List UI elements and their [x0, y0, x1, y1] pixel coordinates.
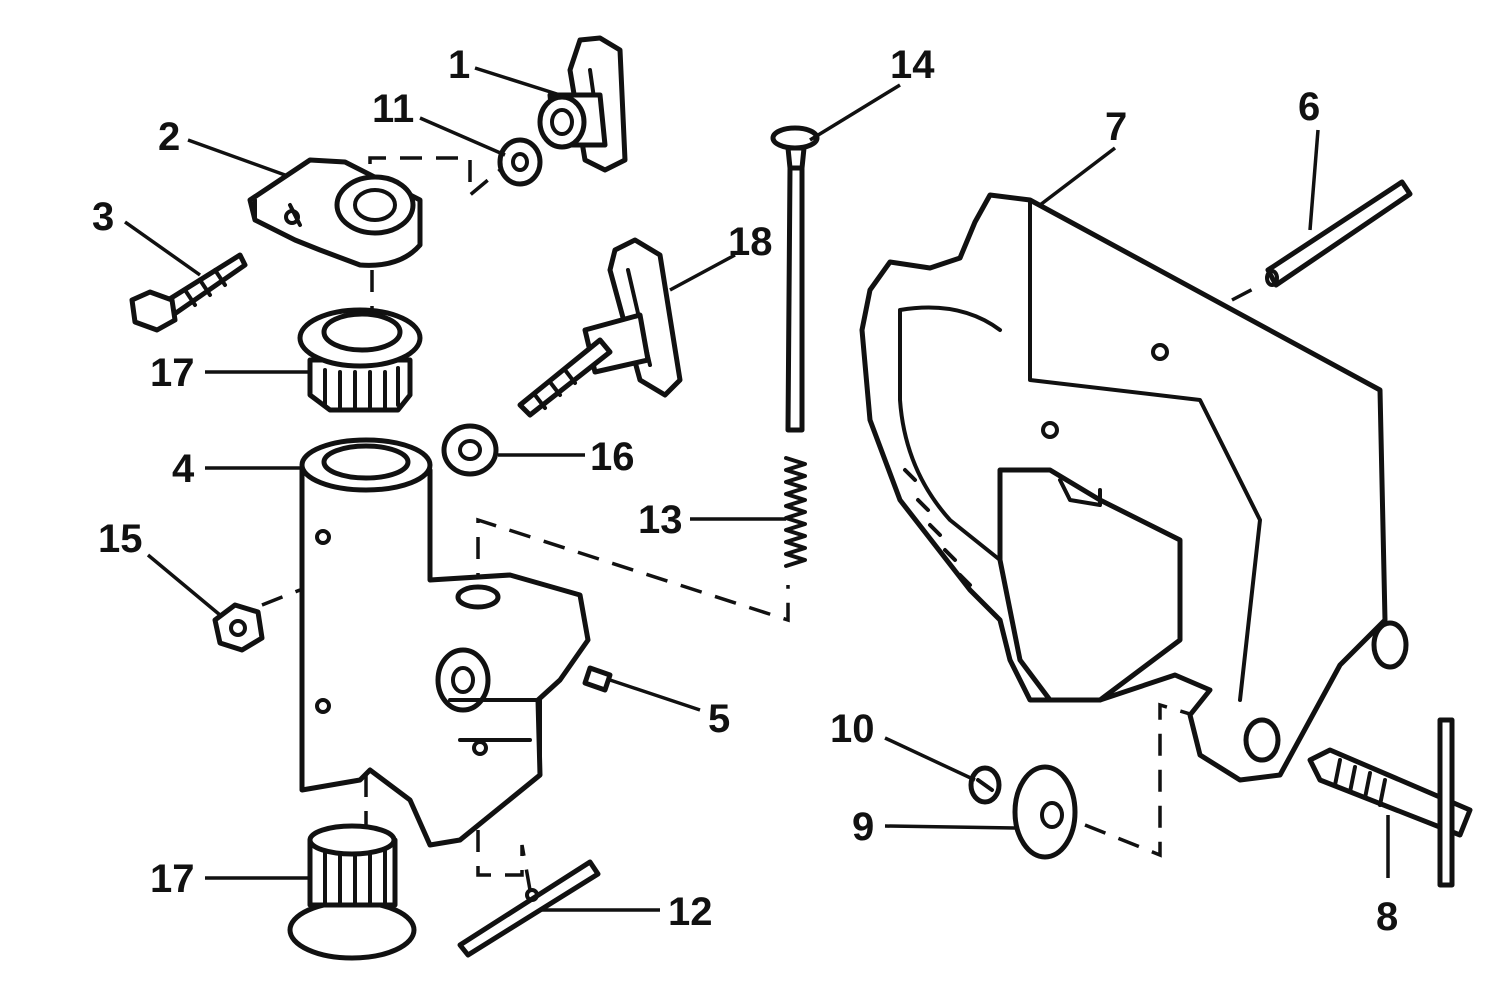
- callout-7: 7: [1105, 105, 1127, 149]
- callout-12: 12: [668, 890, 713, 934]
- callout-labels: 1 2 3 4 5 6 7 8 9 10 11 12 13 14 15 16 1…: [92, 43, 1398, 939]
- part-17-upper-bushing: [297, 307, 423, 413]
- callout-18: 18: [728, 220, 773, 264]
- callout-10: 10: [830, 707, 875, 751]
- part-15-hex-nut: [212, 602, 265, 653]
- part-2-clamp-bracket: [247, 157, 423, 268]
- leader-lines: [123, 66, 1390, 912]
- part-10-lock-washer: [968, 765, 1002, 805]
- part-3-hex-bolt: [129, 252, 248, 333]
- callout-6: 6: [1298, 85, 1320, 129]
- callout-5: 5: [708, 697, 730, 741]
- part-4-swivel-bracket: [299, 437, 591, 848]
- part-8-clamp-screw: [1307, 717, 1473, 888]
- callout-2: 2: [158, 115, 180, 159]
- callout-13: 13: [638, 498, 683, 542]
- part-7-stern-bracket: [859, 192, 1409, 783]
- part-18-t-handle-screw: [517, 237, 683, 418]
- part-5-set-screw: [582, 665, 613, 693]
- part-11-washer: [497, 137, 543, 187]
- callout-1: 1: [448, 43, 470, 87]
- callout-16: 16: [590, 435, 635, 479]
- part-12-pin: [457, 859, 601, 958]
- callout-17-lower: 17: [150, 857, 195, 901]
- callout-3: 3: [92, 195, 114, 239]
- part-1-t-handle-knob: [537, 35, 628, 173]
- callout-9: 9: [852, 805, 874, 849]
- part-9-thrust-pad: [1012, 764, 1078, 860]
- callout-4: 4: [172, 447, 195, 491]
- part-14-lock-rod: [770, 125, 820, 433]
- callout-14: 14: [890, 43, 935, 87]
- callout-15: 15: [98, 517, 143, 561]
- part-16-washer: [441, 423, 499, 477]
- part-6-rod: [1265, 179, 1413, 288]
- callout-8: 8: [1376, 895, 1398, 939]
- callout-11: 11: [372, 87, 414, 131]
- callout-17-upper: 17: [150, 351, 195, 395]
- part-17-lower-bushing: [287, 823, 417, 961]
- part-13-spring: [784, 456, 807, 568]
